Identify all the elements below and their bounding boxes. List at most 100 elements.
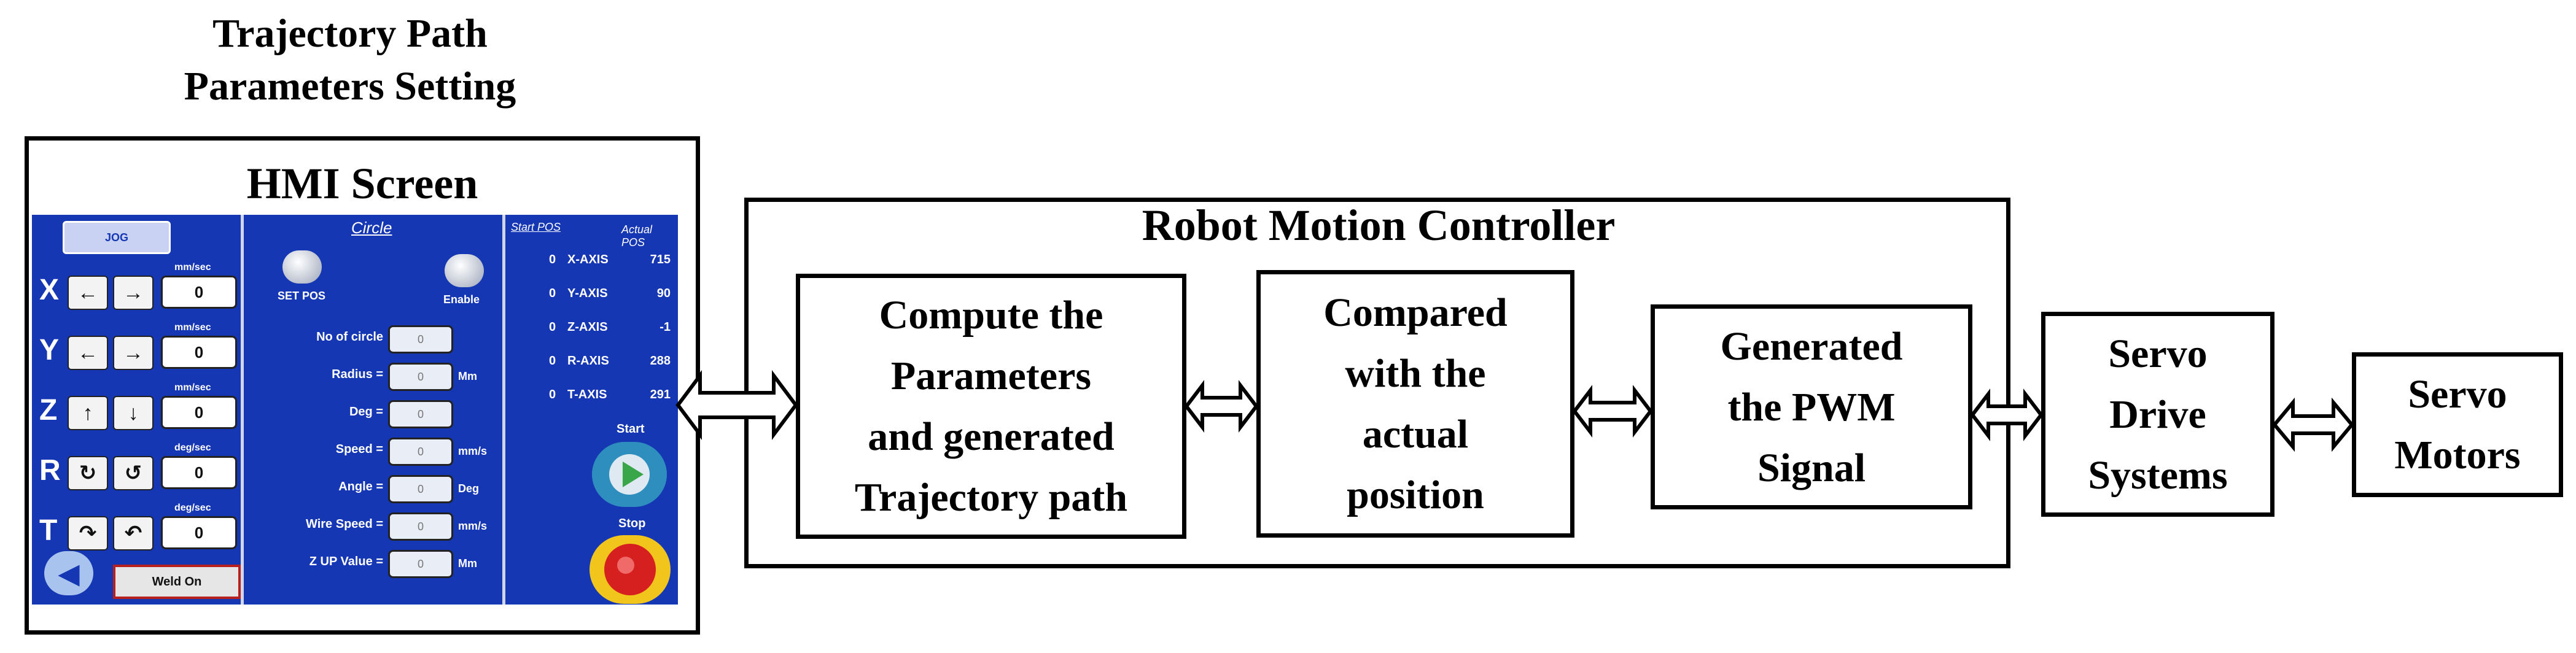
- param-unit: Deg: [458, 482, 480, 495]
- axis-name: X-AXIS: [567, 253, 609, 266]
- jog-speed-unit: mm/sec: [174, 262, 211, 272]
- jog-button[interactable]: JOG: [63, 221, 171, 254]
- jog-speed-field[interactable]: 0: [161, 396, 237, 429]
- stop-button[interactable]: [590, 535, 671, 604]
- double-arrow-icon: [1184, 380, 1259, 433]
- hmi-screen-heading: HMI Screen: [246, 159, 478, 208]
- jog-minus-button[interactable]: ↷: [68, 516, 108, 551]
- jog-speed-field[interactable]: 0: [161, 456, 237, 489]
- axis-name: Y-AXIS: [567, 287, 608, 300]
- back-button[interactable]: ◀: [44, 551, 93, 595]
- pwm-signal-text: Generated the PWM Signal: [1720, 323, 1903, 490]
- param-field[interactable]: 0: [388, 512, 453, 541]
- back-arrow-icon: ◀: [58, 557, 80, 589]
- double-arrow-icon: [675, 370, 798, 440]
- jog-plus-button[interactable]: ↓: [113, 396, 154, 430]
- compare-position-block: Compared with the actual position: [1256, 270, 1574, 538]
- jog-arrow-icon: ↑: [82, 401, 93, 425]
- enable-label: Enable: [443, 293, 480, 306]
- param-field[interactable]: 0: [388, 325, 453, 354]
- jog-minus-button[interactable]: ↑: [68, 396, 108, 430]
- servo-motors-block: Servo Motors: [2352, 352, 2563, 497]
- start-button[interactable]: [592, 442, 667, 507]
- jog-minus-button[interactable]: ←: [68, 276, 108, 310]
- jog-arrow-icon: ↻: [79, 462, 97, 485]
- weld-on-button[interactable]: Weld On: [113, 565, 241, 599]
- param-field[interactable]: 0: [388, 475, 453, 503]
- jog-speed-field[interactable]: 0: [161, 276, 237, 309]
- set-pos-label: SET POS: [278, 290, 326, 302]
- start-pos-value: 0: [549, 388, 556, 401]
- param-label: Angle =: [338, 480, 383, 493]
- actual-pos-value: 90: [656, 287, 671, 300]
- servo-drive-block: Servo Drive Systems: [2041, 312, 2274, 517]
- servo-drive-text: Servo Drive Systems: [2088, 331, 2228, 498]
- double-arrow-icon: [1572, 385, 1653, 438]
- jog-arrow-icon: ↶: [124, 522, 142, 545]
- jog-arrow-icon: ←: [77, 280, 98, 304]
- jog-plus-button[interactable]: →: [113, 276, 154, 310]
- emergency-stop-icon: [604, 544, 656, 595]
- jog-speed-field[interactable]: 0: [161, 336, 237, 369]
- param-unit: Mm: [458, 557, 477, 570]
- param-label: Deg =: [349, 405, 383, 419]
- param-field[interactable]: 0: [388, 438, 453, 466]
- jog-label: JOG: [104, 231, 128, 244]
- param-field[interactable]: 0: [388, 400, 453, 428]
- axis-letter: Z: [39, 394, 58, 427]
- param-label: Wire Speed =: [306, 517, 383, 531]
- jog-arrow-icon: →: [123, 341, 144, 365]
- actual-pos-value: 288: [650, 354, 671, 368]
- axis-letter: Y: [39, 334, 60, 366]
- stop-label: Stop: [618, 517, 646, 530]
- double-arrow-icon: [1970, 388, 2044, 441]
- jog-plus-button[interactable]: →: [113, 336, 154, 370]
- param-label: Radius =: [332, 368, 383, 381]
- set-pos-button[interactable]: [282, 250, 322, 284]
- circle-label: Circle: [351, 218, 392, 237]
- param-field[interactable]: 0: [388, 363, 453, 391]
- param-field[interactable]: 0: [388, 550, 453, 578]
- actual-pos-value: 291: [650, 388, 671, 401]
- jog-plus-button[interactable]: ↺: [113, 456, 154, 490]
- start-label: Start: [617, 422, 645, 436]
- param-unit: mm/s: [458, 520, 488, 532]
- enable-button[interactable]: [445, 254, 484, 287]
- axis-name: T-AXIS: [567, 388, 607, 401]
- diagram-title: Trajectory Path Parameters Setting: [184, 11, 516, 109]
- weld-on-label: Weld On: [152, 574, 202, 589]
- double-arrow-icon: [2272, 397, 2354, 452]
- compute-parameters-text: Compute the Parameters and generated Tra…: [854, 293, 1128, 520]
- start-pos-value: 0: [549, 320, 556, 334]
- jog-speed-unit: mm/sec: [174, 382, 211, 393]
- param-label: Speed =: [335, 442, 383, 456]
- actual-pos-value: -1: [660, 320, 671, 334]
- actual-pos-value: 715: [650, 253, 671, 266]
- compare-position-text: Compared with the actual position: [1323, 290, 1508, 517]
- jog-speed-unit: deg/sec: [174, 503, 211, 513]
- jog-minus-button[interactable]: ←: [68, 336, 108, 370]
- axis-letter: X: [39, 274, 60, 306]
- jog-arrow-icon: ↓: [128, 401, 139, 425]
- servo-motors-text: Servo Motors: [2394, 372, 2521, 477]
- jog-arrow-icon: ↷: [79, 522, 97, 545]
- jog-arrow-icon: ↺: [124, 462, 142, 485]
- axis-letter: T: [39, 514, 58, 547]
- axis-letter: R: [39, 454, 61, 487]
- jog-speed-field[interactable]: 0: [161, 516, 237, 549]
- axis-name: Z-AXIS: [567, 320, 608, 334]
- jog-plus-button[interactable]: ↶: [113, 516, 154, 551]
- jog-arrow-icon: →: [123, 280, 144, 304]
- robot-motion-controller-title: Robot Motion Controller: [1142, 201, 1616, 250]
- compute-parameters-block: Compute the Parameters and generated Tra…: [796, 274, 1186, 539]
- jog-arrow-icon: ←: [77, 341, 98, 365]
- pwm-signal-block: Generated the PWM Signal: [1651, 304, 1972, 509]
- jog-speed-unit: mm/sec: [174, 322, 211, 333]
- panel-divider: [502, 215, 505, 605]
- jog-minus-button[interactable]: ↻: [68, 456, 108, 490]
- start-pos-value: 0: [549, 287, 556, 300]
- actual-pos-label: Actual POS: [621, 223, 653, 249]
- param-label: Z UP Value =: [309, 555, 383, 568]
